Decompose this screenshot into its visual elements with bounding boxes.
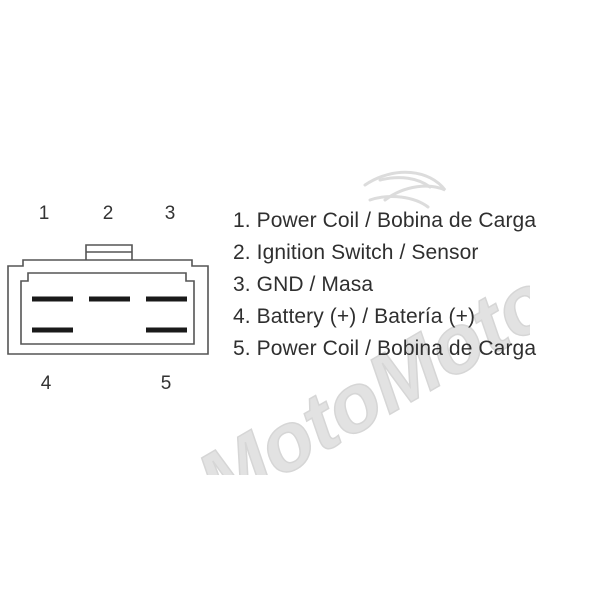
pin-number-5: 5 (160, 373, 172, 394)
connector-housing (7, 244, 209, 355)
legend-item-5: 5. Power Coil / Bobina de Carga (233, 337, 537, 360)
pin-number-3: 3 (164, 203, 176, 224)
legend-item-4: 4. Battery (+) / Batería (+) (233, 305, 476, 328)
pin-number-1: 1 (38, 203, 50, 224)
connector-pins (32, 296, 187, 333)
pin-number-4: 4 (40, 373, 52, 394)
legend-item-3: 3. GND / Masa (233, 273, 374, 296)
legend-item-1: 1. Power Coil / Bobina de Carga (233, 209, 537, 232)
pin-number-2: 2 (102, 203, 114, 224)
legend-item-2: 2. Ignition Switch / Sensor (233, 241, 479, 264)
